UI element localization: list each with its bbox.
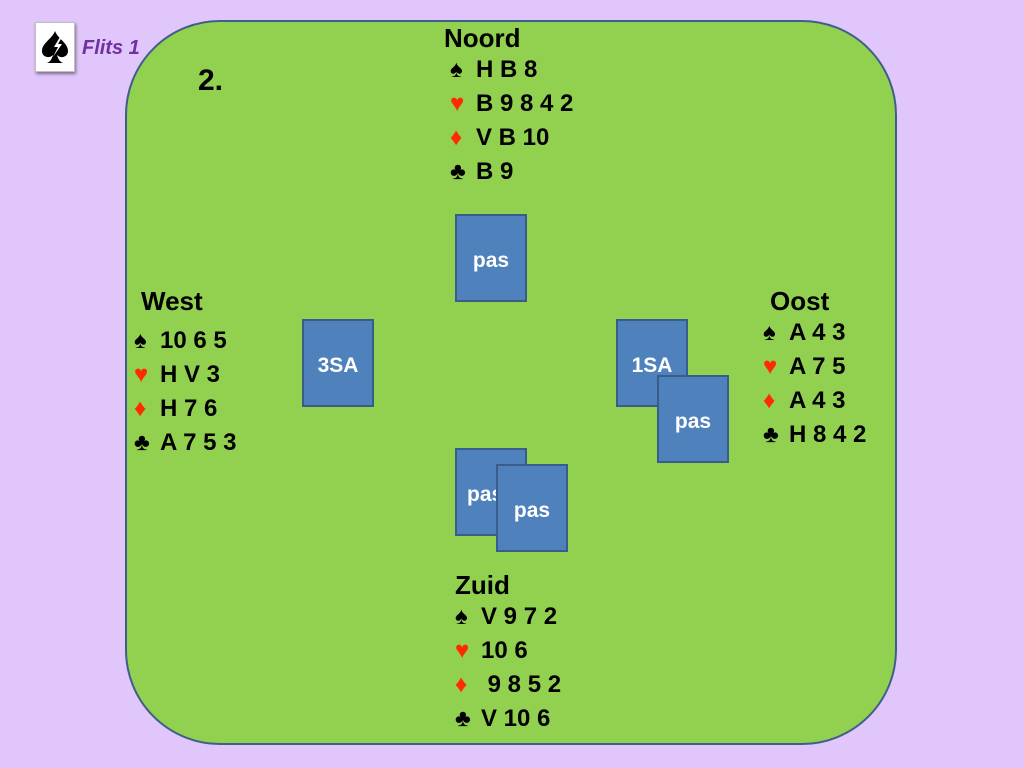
cards-hearts: A 7 5 [789,353,846,380]
bid-card-north-1[interactable]: pas [455,214,527,302]
cards-hearts: 10 6 [481,637,528,664]
spade-icon [42,31,68,63]
cards-clubs: A 7 5 3 [160,429,237,456]
suit-line-clubs: ♣ H 8 4 2 [763,418,866,452]
bid-card-south-2[interactable]: pas [496,464,568,552]
suit-line-spades: ♠ V 9 7 2 [455,600,561,634]
bid-label: 1SA [631,354,673,377]
suit-line-diamonds: ♦ V B 10 [450,121,573,155]
cards-clubs: V 10 6 [481,705,551,732]
suit-line-spades: ♠ A 4 3 [763,316,866,350]
cards-diamonds: H 7 6 [160,395,218,422]
suit-line-hearts: ♥ A 7 5 [763,350,866,384]
board-number: 2. [198,64,224,97]
club-icon: ♣ [763,421,779,448]
club-icon: ♣ [455,705,471,732]
suit-line-hearts: ♥ B 9 8 4 2 [450,87,573,121]
suit-line-clubs: ♣ B 9 [450,155,573,189]
player-name-east: Oost [770,286,830,316]
hand-west: West ♠ 10 6 5 ♥ H V 3 ♦ H 7 6 ♣ A 7 5 3 [134,286,237,460]
cards-diamonds: V B 10 [476,124,550,151]
heart-icon: ♥ [763,353,778,380]
hand-north: Noord ♠ H B 8 ♥ B 9 8 4 2 ♦ V B 10 ♣ B 9 [444,23,573,189]
hand-south: Zuid ♠ V 9 7 2 ♥ 10 6 ♦ 9 8 5 2 ♣ V 10 6 [455,570,561,736]
heart-icon: ♥ [134,361,149,388]
heart-icon: ♥ [450,90,465,117]
suit-line-clubs: ♣ A 7 5 3 [134,426,237,460]
spade-icon: ♠ [134,327,147,354]
spade-icon: ♠ [450,56,463,83]
diamond-icon: ♦ [455,671,468,698]
bid-label: 3SA [317,354,359,377]
player-name-north: Noord [444,23,521,53]
spade-icon: ♠ [763,319,776,346]
cards-spades: 10 6 5 [160,327,227,354]
heart-icon: ♥ [455,637,470,664]
cards-spades: A 4 3 [789,319,846,346]
suit-line-spades: ♠ 10 6 5 [134,324,237,358]
diamond-icon: ♦ [450,124,463,151]
cards-spades: H B 8 [476,56,538,83]
spade-icon: ♠ [455,603,468,630]
club-icon: ♣ [134,429,150,456]
player-name-west: West [141,286,203,316]
diamond-icon: ♦ [763,387,776,414]
cards-diamonds: A 4 3 [789,387,846,414]
cards-hearts: B 9 8 4 2 [476,90,574,117]
club-icon: ♣ [450,158,466,185]
diamond-icon: ♦ [134,395,147,422]
deal-title: Flits 1 [82,37,140,59]
suit-line-spades: ♠ H B 8 [450,53,573,87]
player-name-south: Zuid [455,570,510,600]
bid-label: pas [674,410,712,433]
suit-line-diamonds: ♦ 9 8 5 2 [455,668,561,702]
logo-spade-icon [35,22,75,72]
cards-diamonds: 9 8 5 2 [481,671,562,698]
suit-line-hearts: ♥ 10 6 [455,634,561,668]
bridge-table [125,20,897,745]
bid-label: pas [472,249,510,272]
suit-line-diamonds: ♦ H 7 6 [134,392,237,426]
cards-hearts: H V 3 [160,361,221,388]
suit-line-diamonds: ♦ A 4 3 [763,384,866,418]
cards-clubs: B 9 [476,158,514,185]
suit-line-hearts: ♥ H V 3 [134,358,237,392]
cards-spades: V 9 7 2 [481,603,558,630]
bid-card-east-1[interactable]: 1SA [616,319,688,407]
bid-label: pas [513,499,551,522]
bid-label: pas [467,483,504,506]
hand-east: Oost ♠ A 4 3 ♥ A 7 5 ♦ A 4 3 ♣ H 8 4 2 [763,286,866,452]
bid-card-west-1[interactable]: 3SA [302,319,374,407]
cards-clubs: H 8 4 2 [789,421,867,448]
suit-line-clubs: ♣ V 10 6 [455,702,561,736]
bid-card-east-2[interactable]: pas [657,375,729,463]
